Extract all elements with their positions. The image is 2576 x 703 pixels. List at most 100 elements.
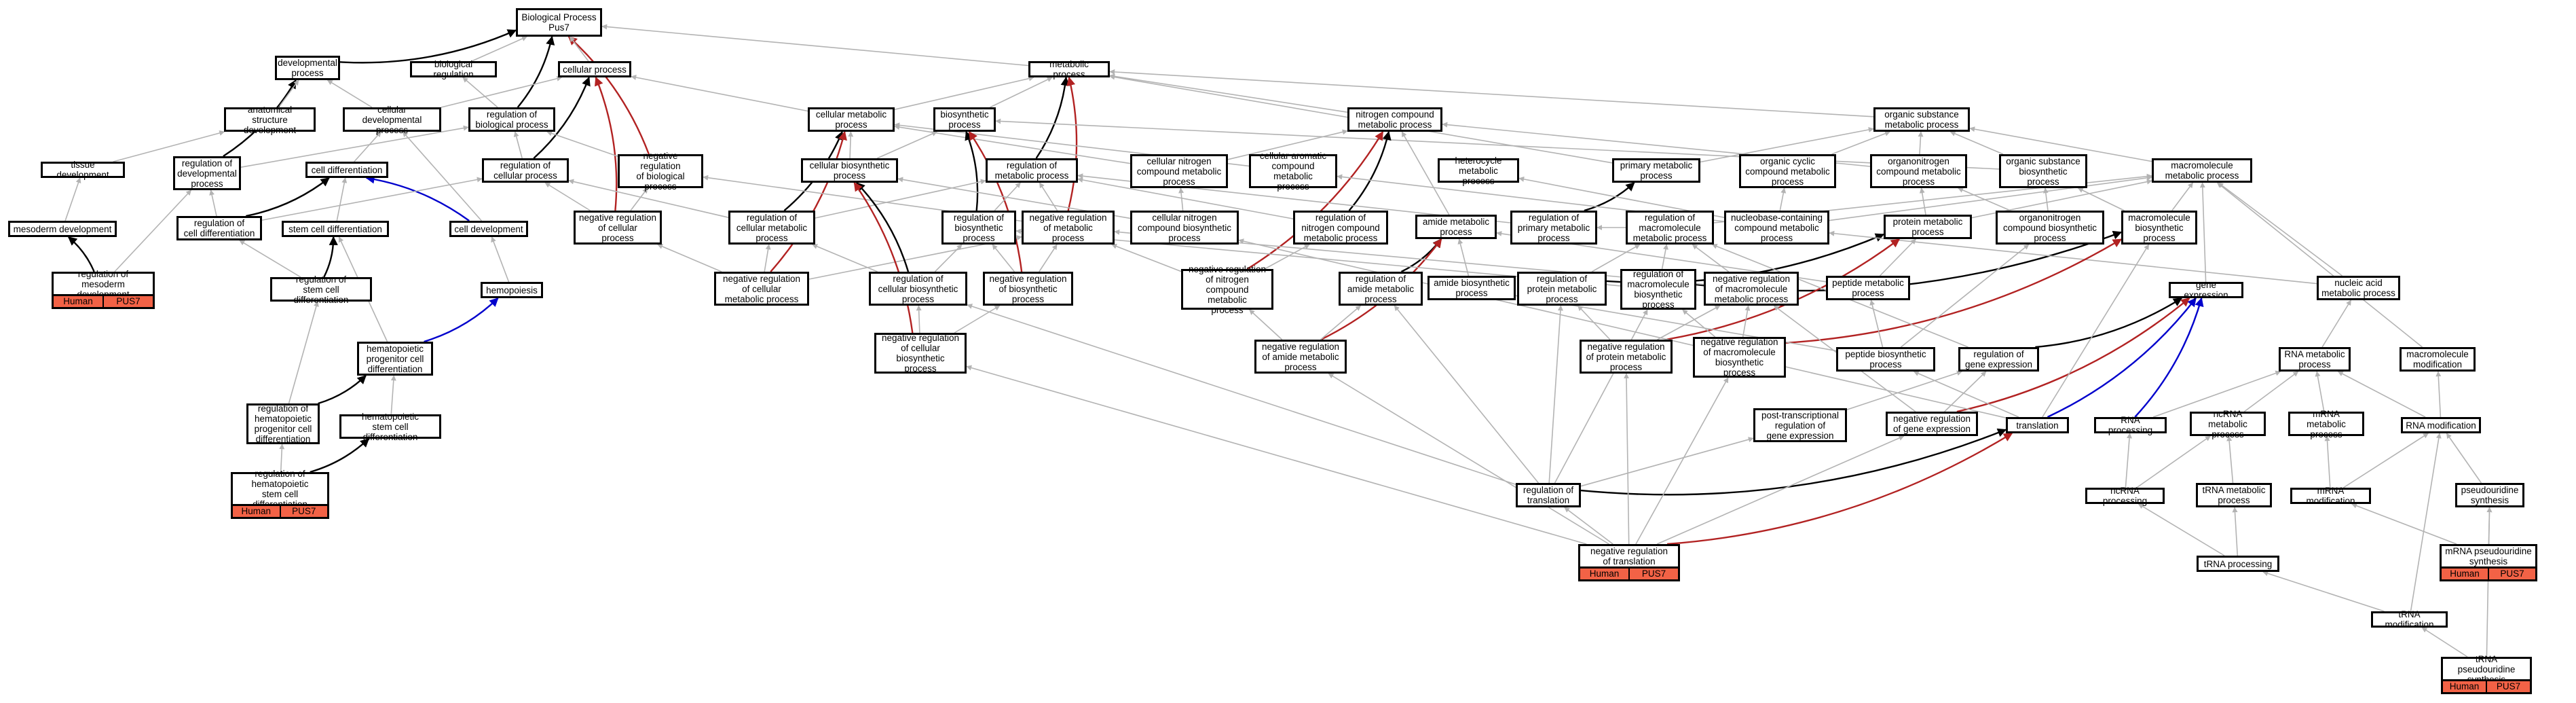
go-term-pep-bio[interactable]: peptide biosynthetic process [1836,347,1935,372]
go-term-root[interactable]: Biological Process Pus7 [516,8,602,37]
go-term-translation[interactable]: translation [2006,417,2069,433]
go-term-prim-met[interactable]: primary metabolic process [1612,158,1700,183]
go-term-cell-diff[interactable]: cell differentiation [305,162,388,178]
go-term-ncrna-met[interactable]: ncRNA metabolic process [2190,409,2266,439]
go-term-neg-reg-cell-bio[interactable]: negative regulation of cellular biosynth… [874,333,967,374]
go-term-neg-reg-cell[interactable]: negative regulation of cellular process [574,211,662,245]
go-term-reg-cell-met[interactable]: regulation of cellular metabolic process [728,211,815,245]
go-term-neg-reg-prot[interactable]: negative regulation of protein metabolic… [1580,340,1673,374]
go-term-nuc-acid[interactable]: nucleic acid metabolic process [2317,276,2400,300]
go-term-pep-met[interactable]: peptide metabolic process [1826,276,1910,300]
go-term-cell-nitro-bio[interactable]: cellular nitrogen compound biosynthetic … [1130,211,1239,245]
go-term-cell-dev[interactable]: cell development [449,221,528,237]
go-term-reg-hema-stem[interactable]: regulation of hematopoietic stem cell di… [231,469,329,509]
go-term-reg-meso[interactable]: regulation of mesoderm development [52,269,155,300]
go-term-label: negative regulation of translation [1590,546,1668,566]
go-term-reg-gene[interactable]: regulation of gene expression [1958,347,2039,372]
go-term-cell-met[interactable]: cellular metabolic process [808,107,895,132]
go-term-neg-reg-bio-proc[interactable]: negative regulation of biosynthetic proc… [983,272,1073,306]
go-term-met-proc[interactable]: metabolic process [1028,59,1110,79]
go-term-nuc-cont[interactable]: nucleobase-containing compound metabolic… [1724,211,1829,245]
go-term-neg-reg-macro-bio[interactable]: negative regulation of macromolecule bio… [1693,337,1786,378]
go-term-reg-transl[interactable]: regulation of translation [1516,483,1581,507]
go-term-neg-reg-bio[interactable]: negative regulation of biological proces… [618,151,703,192]
go-term-org-sub-bio[interactable]: organic substance biosynthetic process [1999,154,2087,188]
go-term-neg-reg-met[interactable]: negative regulation of metabolic process [1022,211,1115,245]
go-term-label: regulation of stem cell differentiation [293,274,349,305]
go-term-hema-stem[interactable]: hematopoietic stem cell differentiation [339,412,441,442]
go-term-cell-biosyn[interactable]: cellular biosynthetic process [801,158,898,183]
go-term-dev-proc[interactable]: developmental process [275,56,340,80]
go-term-bio-reg[interactable]: biological regulation [410,59,497,79]
go-term-reg-prot[interactable]: regulation of protein metabolic process [1517,272,1607,306]
go-term-rna-mod[interactable]: RNA modification [2401,417,2481,433]
go-term-stem-diff[interactable]: stem cell differentiation [282,221,389,237]
go-term-reg-dev[interactable]: regulation of developmental process [173,156,241,190]
go-term-reg-met[interactable]: regulation of metabolic process [986,158,1078,183]
go-term-trna-met[interactable]: tRNA metabolic process [2196,483,2272,507]
go-term-neg-reg-macro-met[interactable]: negative regulation of macromolecule met… [1704,272,1799,306]
edge-cell_dev_proc-to-cell_proc [441,75,563,108]
go-term-rna-met[interactable]: RNA metabolic process [2279,347,2351,372]
go-term-reg-cell-bio[interactable]: regulation of cellular biosynthetic proc… [869,272,967,306]
go-term-rna-proc[interactable]: RNA processing [2094,415,2167,435]
go-term-reg-hema-prog[interactable]: regulation of hematopoietic progenitor c… [246,403,320,444]
go-term-reg-stem[interactable]: regulation of stem cell differentiation [270,274,372,305]
go-term-organonitro[interactable]: organonitrogen compound metabolic proces… [1870,154,1967,188]
go-term-neg-reg-nitro[interactable]: negative regulation of nitrogen compound… [1181,264,1273,315]
go-term-label: regulation of biosynthetic process [953,212,1005,243]
go-term-label: cell differentiation [311,164,383,175]
go-term-neg-reg-cell-met[interactable]: negative regulation of cellular metaboli… [714,272,809,306]
go-term-reg-macro-met[interactable]: regulation of macromolecule metabolic pr… [1626,211,1714,245]
go-term-macro-met[interactable]: macromolecule metabolic process [2152,158,2252,183]
go-term-nitro-met[interactable]: nitrogen compound metabolic process [1347,107,1442,132]
go-term-organonitro-bio[interactable]: organonitrogen compound biosynthetic pro… [1996,211,2104,245]
go-term-neg-reg-amide[interactable]: negative regulation of amide metabolic p… [1254,340,1347,374]
go-term-gene-expr[interactable]: gene expression [2169,280,2243,300]
go-term-reg-biosyn[interactable]: regulation of biosynthetic process [941,211,1016,245]
go-term-neg-reg-gene[interactable]: negative regulation of gene expression [1886,412,1978,436]
go-term-prot-met[interactable]: protein metabolic process [1884,215,1972,239]
go-term-ncrna-proc[interactable]: ncRNA processing [2085,486,2165,506]
edge-cell_diff-to-cell_dev_proc [354,131,381,162]
go-term-meso-dev[interactable]: mesoderm development [8,221,117,237]
go-term-trna-proc[interactable]: tRNA processing [2197,556,2279,572]
edge-reg_hema_prog-to-reg_stem [288,301,319,404]
go-term-org-sub[interactable]: organic substance metabolic process [1873,107,1970,132]
go-term-reg-prim[interactable]: regulation of primary metabolic process [1510,211,1597,245]
go-term-pseudo-syn[interactable]: pseudouridine synthesis [2455,483,2524,507]
go-term-biosyn[interactable]: biosynthetic process [933,107,996,132]
edge-cell_dev_proc-to-dev_proc [326,79,373,108]
go-term-reg-amide[interactable]: regulation of amide metabolic process [1339,272,1423,306]
go-term-label: cellular aromatic compound metabolic pro… [1259,151,1327,192]
go-term-reg-bio-proc[interactable]: regulation of biological process [468,107,555,132]
go-term-macro-mod[interactable]: macromolecule modification [2400,347,2476,372]
edge-cell_nitro-to-cell_met [894,124,1131,164]
edge-neg_reg_amide-to-neg_reg_nitro [1249,309,1283,340]
go-term-tissue-dev[interactable]: tissue development [41,160,125,180]
go-term-hemopoiesis[interactable]: hemopoiesis [481,282,543,298]
go-term-reg-cell-diff[interactable]: regulation of cell differentiation [176,216,262,240]
go-term-trna-mod[interactable]: tRNA modification [2371,609,2448,630]
go-term-cell-arom[interactable]: cellular aromatic compound metabolic pro… [1249,151,1337,192]
go-term-amide-bio[interactable]: amide biosynthetic process [1427,276,1516,300]
edge-neg_reg_cell_bio-to-reg_cell_bio [916,305,922,334]
go-term-anat-dev[interactable]: anatomical structure development [224,105,316,135]
go-term-reg-macro-bio[interactable]: regulation of macromolecule biosynthetic… [1620,269,1696,310]
go-term-reg-cell-proc[interactable]: regulation of cellular process [482,158,569,183]
go-term-cell-proc[interactable]: cellular process [558,61,631,77]
go-term-mrna-met[interactable]: mRNA metabolic process [2288,409,2364,439]
go-term-post-trans[interactable]: post-transcriptional regulation of gene … [1753,408,1847,442]
go-term-trna-pseudo[interactable]: tRNA pseudouridine synthesis [2441,654,2532,685]
go-term-hema-prog[interactable]: hematopoietic progenitor cell differenti… [357,342,433,376]
go-term-mrna-pseudo[interactable]: mRNA pseudouridine synthesis [2440,544,2537,569]
go-term-reg-nitro[interactable]: regulation of nitrogen compound metaboli… [1293,211,1388,245]
go-term-neg-reg-transl[interactable]: negative regulation of translation [1578,544,1680,569]
go-term-cell-dev-proc[interactable]: cellular developmental process [343,105,441,135]
go-term-macro-bio[interactable]: macromolecule biosynthetic process [2121,211,2197,245]
go-term-mrna-mod[interactable]: mRNA modification [2290,486,2371,506]
go-term-hetero[interactable]: heterocycle metabolic process [1438,156,1519,186]
go-term-cell-nitro[interactable]: cellular nitrogen compound metabolic pro… [1130,154,1228,188]
go-term-org-cyc[interactable]: organic cyclic compound metabolic proces… [1739,154,1836,188]
go-term-amide-met[interactable]: amide metabolic process [1415,215,1497,239]
